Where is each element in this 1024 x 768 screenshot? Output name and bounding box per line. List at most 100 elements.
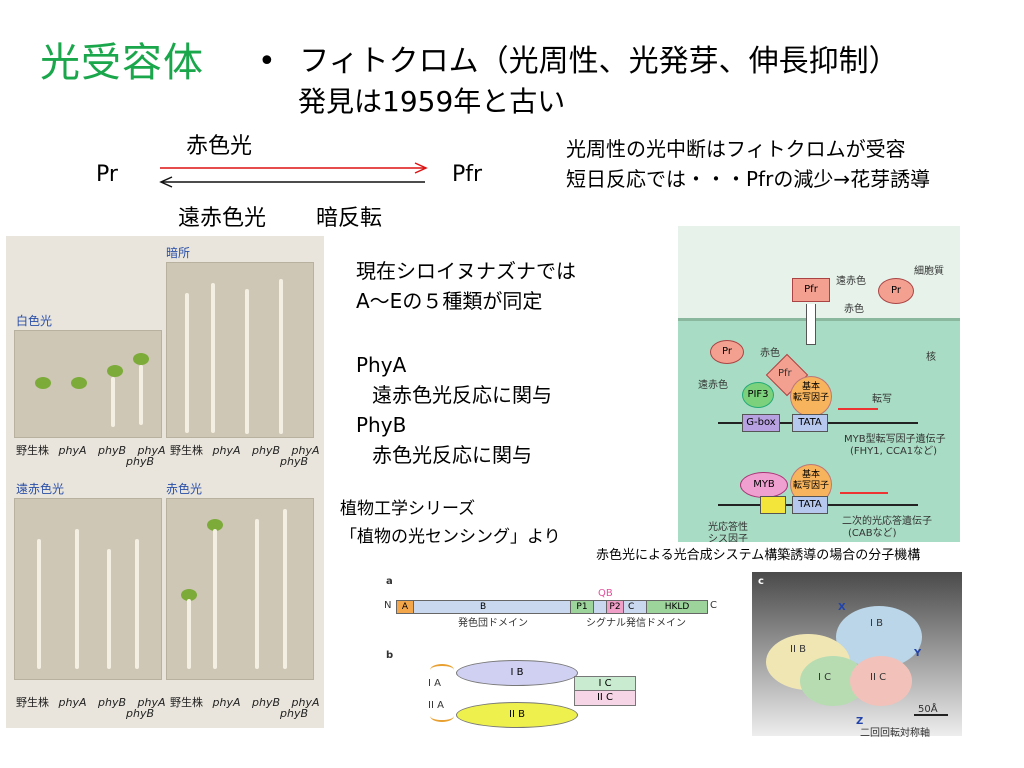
pr-label: Pr <box>96 162 118 187</box>
pif3-oval: PIF3 <box>742 382 774 408</box>
pr-oval-top: Pr <box>878 278 914 304</box>
pfr-box-top: Pfr <box>792 278 830 302</box>
dark-grown-photo <box>166 262 314 438</box>
cytoplasm-label: 細胞質 <box>914 266 944 277</box>
axis-y: Y <box>914 648 922 659</box>
domain-IIC: II C <box>574 690 636 706</box>
source-book: 「植物の光センシング」より <box>340 527 561 547</box>
slide-title: 光受容体 <box>40 40 204 86</box>
phyB-caption: phyB <box>98 696 127 709</box>
phyAB-caption-2: phyB <box>126 707 155 720</box>
phyB-caption: phyB <box>252 444 281 457</box>
domain-QB: QB <box>598 588 613 599</box>
domain-IB: I B <box>456 660 578 686</box>
seedling-photo-plate: 暗所 白色光 遠赤色光 赤色光 野生株 phyA phyB phyA <box>6 236 324 728</box>
model-IIC: II C <box>870 672 887 683</box>
cis-element-box <box>760 496 786 514</box>
transcription-label: 転写 <box>872 394 892 405</box>
phyb-description: 赤色光反応に関与 <box>372 443 532 467</box>
model-IC: I C <box>818 672 832 683</box>
phyAB-caption-2: phyB <box>280 707 309 720</box>
red-top-label: 赤色 <box>844 304 864 315</box>
pfr-diamond-label: Pfr <box>778 368 792 379</box>
signal-domain-label: シグナル発信ドメイン <box>586 618 686 629</box>
domain-IA: I A <box>428 678 441 689</box>
bullet-icon: • <box>258 44 276 79</box>
pr-oval-mid: Pr <box>710 340 744 364</box>
myb-oval: MYB <box>740 472 788 498</box>
phyAB-caption-2: phyB <box>126 455 155 468</box>
c-terminus-label: C <box>710 600 717 611</box>
scale-label: 50Å <box>918 704 938 715</box>
conversion-arrows <box>159 162 428 188</box>
model-IIB: II B <box>790 644 806 655</box>
bullet-text: フィトクロム（光周性、光発芽、伸長抑制） <box>299 44 899 79</box>
mechanism-caption: 赤色光による光合成システム構築誘導の場合の分子機構 <box>596 548 921 563</box>
tata-box-2: TATA <box>792 496 828 514</box>
domain-IIB: II B <box>456 702 578 728</box>
red-light-photo <box>166 498 314 680</box>
phyAB-caption: phyA <box>137 696 166 709</box>
domain-HKLD: HKLD <box>646 600 708 614</box>
note-arabidopsis: 現在シロイヌナズナでは <box>356 259 576 283</box>
wt-caption: 野生株 <box>170 444 203 457</box>
bullet-line-2: 発見は1959年と古い <box>298 85 566 118</box>
white-light-photo <box>14 330 162 438</box>
cis-label-2: シス因子 <box>708 534 748 542</box>
wt-caption: 野生株 <box>170 696 203 709</box>
domain-structure-figure: a N A B P1 QB P2 C HKLD C 発色団ドメイン シグナル発信… <box>380 570 730 730</box>
note-five-types: A～Eの５種類が同定 <box>356 289 543 313</box>
wt-caption: 野生株 <box>16 696 49 709</box>
phya-description: 遠赤色光反応に関与 <box>372 383 552 407</box>
phyAB-caption: phyA <box>291 696 320 709</box>
domain-A: A <box>396 600 414 614</box>
phyAB-caption-2: phyB <box>280 455 309 468</box>
farred-panel-label: 遠赤色光 <box>16 482 65 496</box>
dark-reversion-label: 暗反転 <box>316 206 383 231</box>
tata-box-1: TATA <box>792 414 828 432</box>
panel-b-label: b <box>386 650 394 661</box>
bullet-line-1: • フィトクロム（光周性、光発芽、伸長抑制） <box>258 36 899 80</box>
phya-label: PhyA <box>356 353 407 377</box>
axis-x: X <box>838 602 846 613</box>
phyAB-caption: phyA <box>137 444 166 457</box>
phyB-caption: phyB <box>252 696 281 709</box>
domain-P1: P1 <box>570 600 594 614</box>
secondary-gene-example: (CABなど) <box>848 528 897 539</box>
axis-z: Z <box>856 716 864 727</box>
phyb-label: PhyB <box>356 413 407 437</box>
farred-light-label: 遠赤色光 <box>178 206 267 231</box>
secondary-gene-label: 二次的光応答遺伝子 <box>842 516 932 527</box>
white-light-label: 白色光 <box>16 314 53 328</box>
axis-caption: 二回回転対称軸 <box>860 728 930 739</box>
n-terminus-label: N <box>384 600 392 611</box>
phyA-caption: phyA <box>212 696 241 709</box>
note-photoperiod: 光周性の光中断はフィトクロムが受容 <box>566 137 906 161</box>
wt-caption: 野生株 <box>16 444 49 457</box>
panel-c-label: c <box>758 576 764 587</box>
phyA-caption: phyA <box>212 444 241 457</box>
myb-gene-examples: (FHY1, CCA1など) <box>850 446 938 457</box>
domain-B: B <box>480 602 487 612</box>
dark-label: 暗所 <box>166 246 191 260</box>
farred-photo <box>14 498 162 680</box>
chromophore-domain-label: 発色団ドメイン <box>458 618 528 629</box>
phyA-caption: phyA <box>58 696 87 709</box>
domain-IIA: II A <box>428 700 444 711</box>
phyB-caption: phyB <box>98 444 127 457</box>
note-shortday: 短日反応では・・・Pfrの減少→花芽誘導 <box>566 167 931 191</box>
phyA-caption: phyA <box>58 444 87 457</box>
three-d-model-figure: c I B II B I C II C X Y Z 50Å 二回回転対称軸 <box>752 572 962 739</box>
farred-top-label: 遠赤色 <box>836 276 866 287</box>
model-IB: I B <box>870 618 883 629</box>
cell-mechanism-diagram: 細胞質 核 Pfr Pr 遠赤色 赤色 Pr 赤色 Pfr 遠赤色 PIF3 基… <box>678 226 960 542</box>
red-light-label: 赤色光 <box>186 134 253 159</box>
panel-a-label: a <box>386 576 393 587</box>
farred-mid-label: 遠赤色 <box>698 380 728 391</box>
phyAB-caption: phyA <box>291 444 320 457</box>
nucleus-label: 核 <box>926 352 936 363</box>
domain-C: C <box>628 602 635 612</box>
myb-gene-label: MYB型転写因子遺伝子 <box>844 434 946 445</box>
cis-label-1: 光応答性 <box>708 522 748 533</box>
source-series: 植物工学シリーズ <box>340 499 476 519</box>
